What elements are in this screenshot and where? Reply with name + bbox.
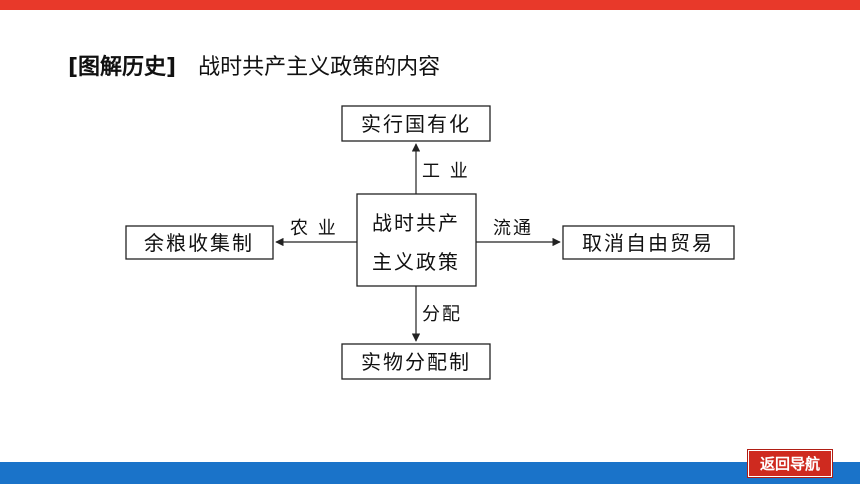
right-label: 流通: [493, 218, 533, 239]
bottom-accent-bar: [0, 462, 860, 484]
bottom-node: [341, 343, 491, 380]
left-node-text: 余粮收集制: [144, 231, 254, 255]
top-node-text: 实行国有化: [361, 112, 471, 136]
center-line-1: 战时共产: [372, 211, 460, 235]
left-label: 农 业: [290, 218, 338, 239]
right-node-text: 取消自由贸易: [582, 231, 714, 255]
right-node: [562, 225, 735, 260]
back-to-nav-button[interactable]: 返回导航: [748, 450, 832, 477]
top-label: 工 业: [422, 161, 470, 182]
bottom-node-text: 实物分配制: [361, 350, 471, 374]
center-node: [356, 193, 477, 287]
center-line-2: 主义政策: [372, 250, 460, 274]
page-heading: [图解历史] 战时共产主义政策的内容: [68, 49, 440, 81]
bottom-label: 分配: [422, 304, 462, 325]
top-accent-bar: [0, 0, 860, 10]
heading-tag: [图解历史]: [68, 55, 177, 80]
left-node: [125, 225, 274, 260]
top-node: [341, 105, 491, 142]
heading-title: 战时共产主义政策的内容: [198, 55, 441, 80]
